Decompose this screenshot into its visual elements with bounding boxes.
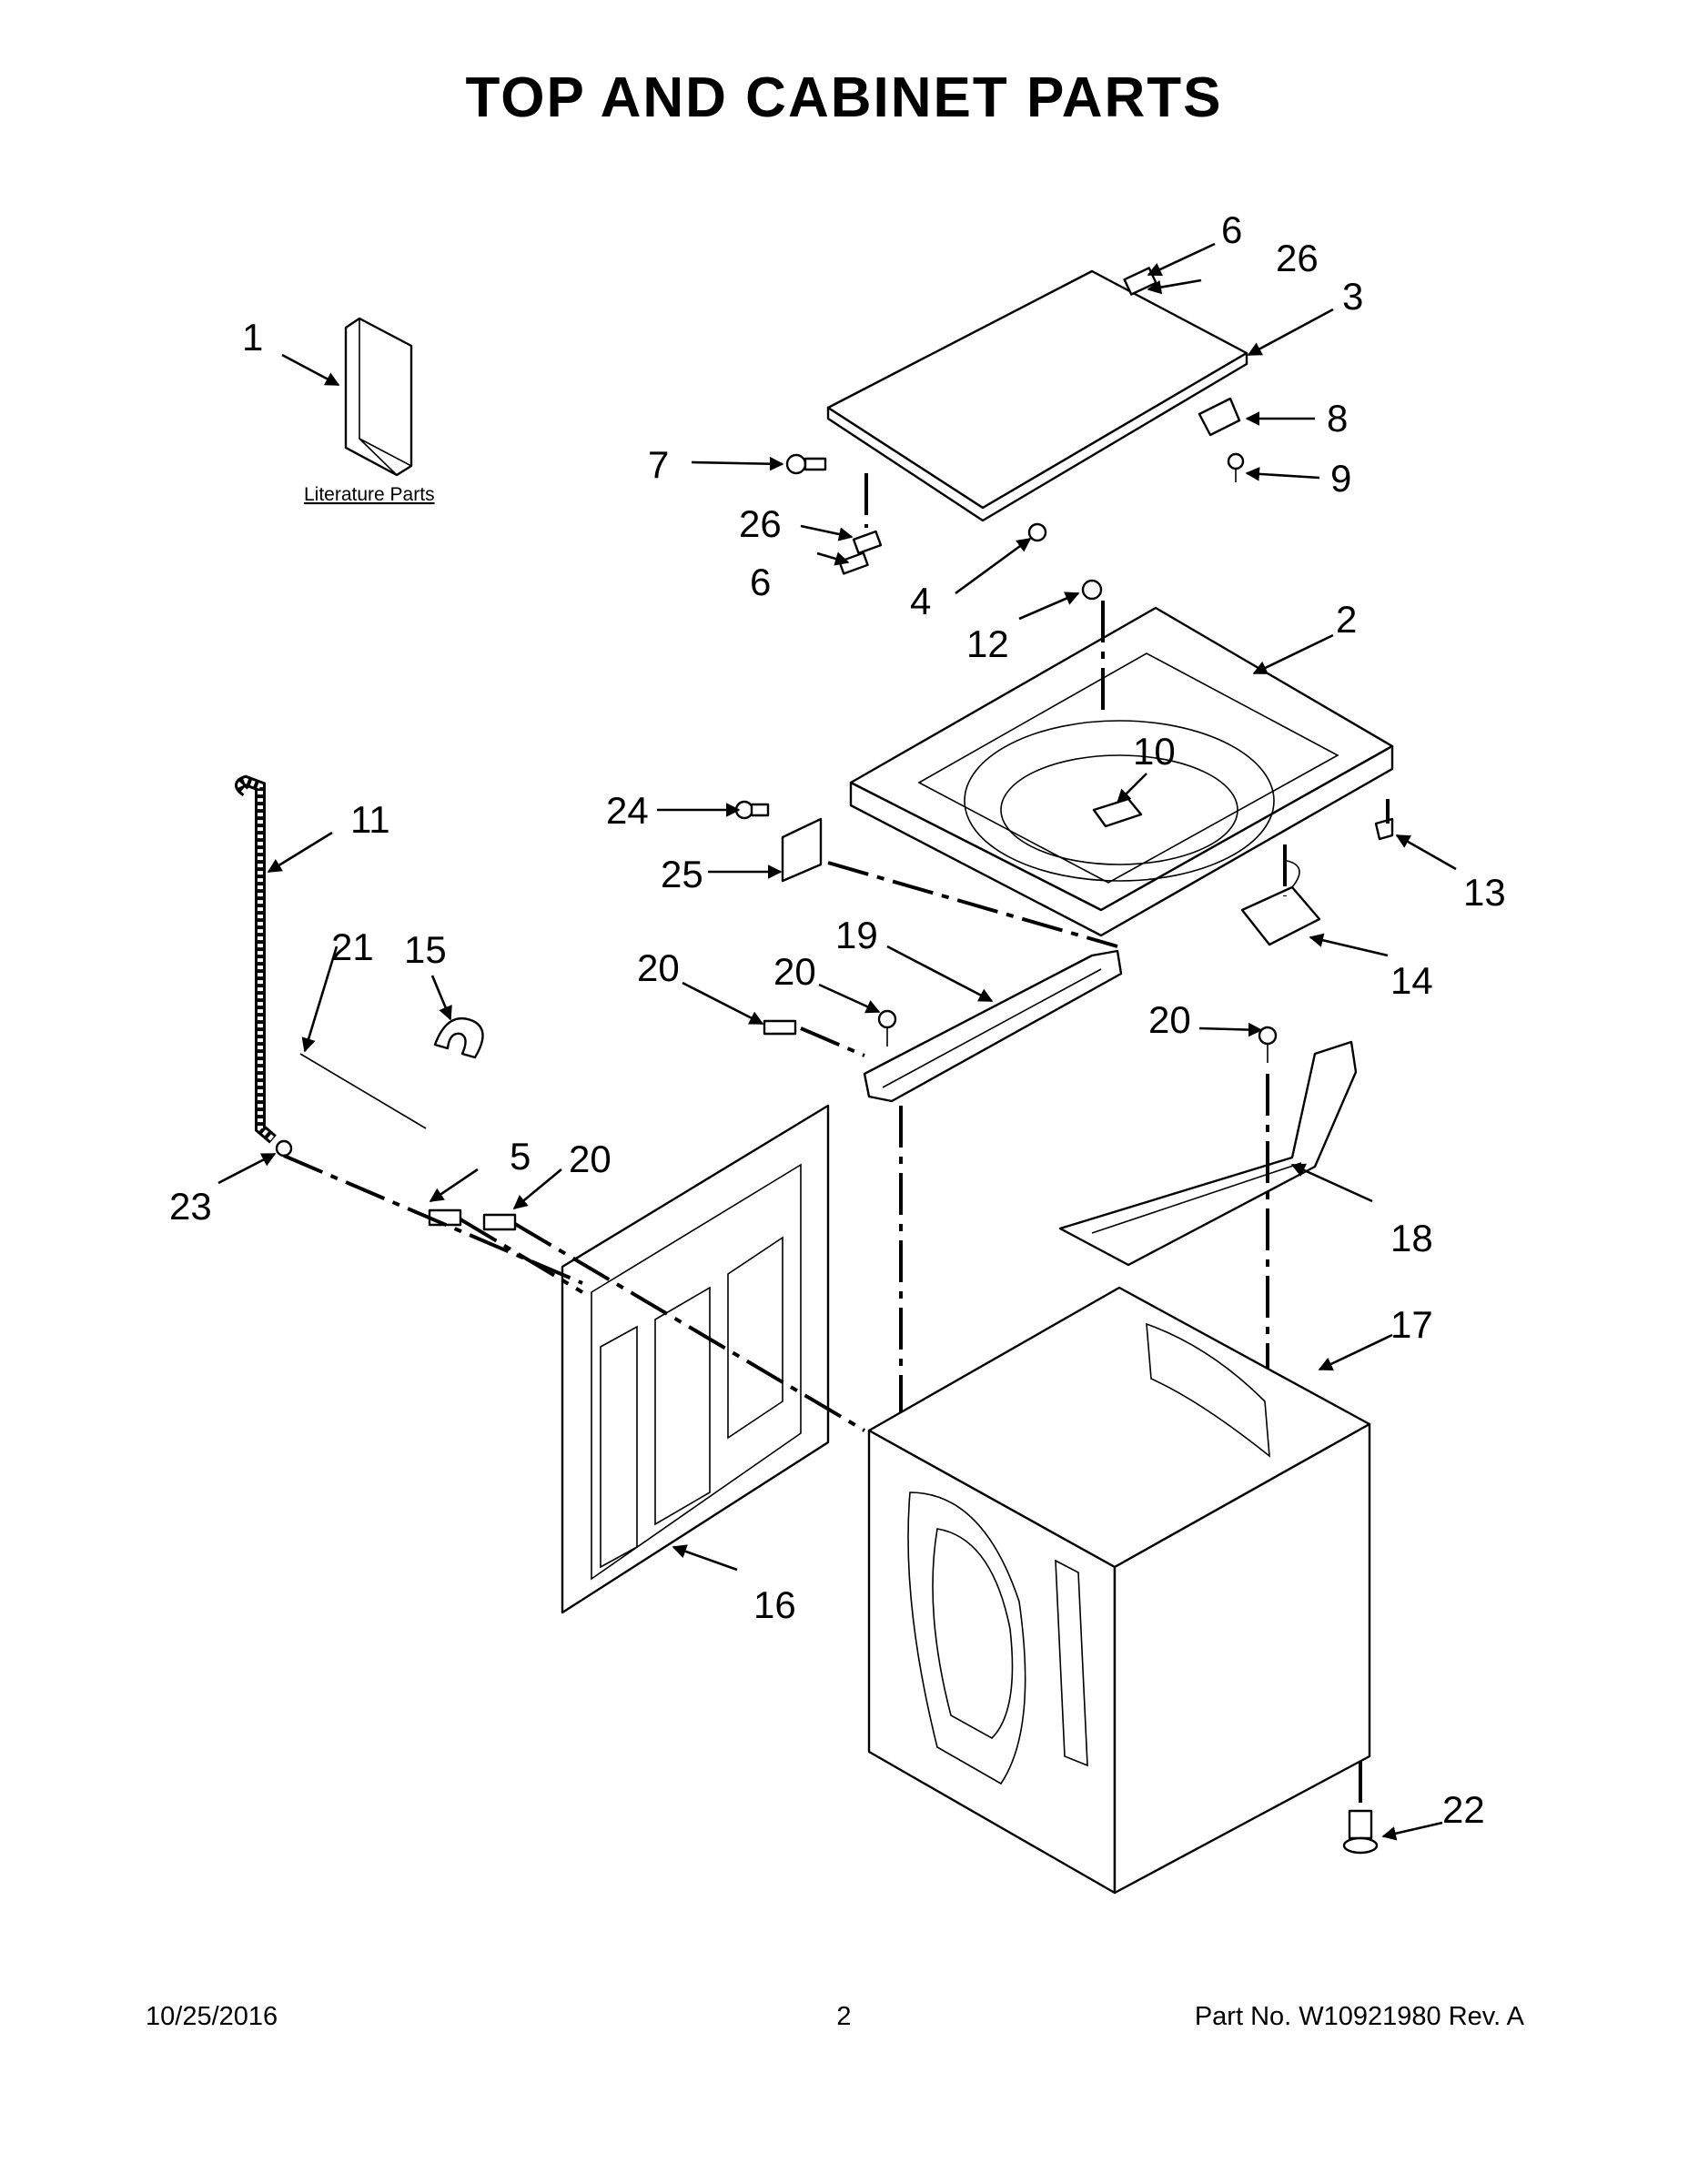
- callout-24: 24: [606, 789, 649, 832]
- drain-hose: [235, 774, 277, 1144]
- callout-20-d: 20: [569, 1138, 612, 1180]
- lid-lock-switch: [1240, 859, 1321, 946]
- callout-20-a: 20: [637, 946, 680, 989]
- cabinet: [867, 1286, 1371, 1895]
- rear-panel: [561, 1104, 830, 1614]
- callout-20-b: 20: [773, 950, 816, 993]
- front-brace: [863, 949, 1123, 1103]
- callout-1: 1: [242, 316, 263, 359]
- callout-6-top: 6: [1221, 208, 1242, 251]
- screw-20-b: [877, 1009, 897, 1046]
- callout-11: 11: [350, 798, 390, 841]
- callout-25: 25: [661, 853, 703, 895]
- lid-bumper: [1027, 522, 1047, 542]
- screw-20-c: [1258, 1026, 1278, 1063]
- callout-7: 7: [648, 443, 669, 486]
- callout-2: 2: [1336, 598, 1357, 641]
- lid-hinge-bottom: [838, 530, 883, 575]
- callout-14: 14: [1390, 959, 1433, 1002]
- hose-clamp: [275, 1139, 293, 1158]
- lid-switch-screw: [1227, 452, 1245, 482]
- top-panel: [849, 606, 1394, 937]
- callout-26-bottom: 26: [739, 502, 782, 545]
- callout-6-bottom: 6: [750, 561, 771, 603]
- callout-19: 19: [835, 914, 878, 956]
- callout-5: 5: [510, 1135, 531, 1178]
- callout-23: 23: [169, 1185, 212, 1228]
- callout-26-top: 26: [1276, 237, 1319, 279]
- bracket-25: [781, 817, 823, 883]
- footer-part-number: Part No. W10921980 Rev. A: [1194, 2002, 1524, 2031]
- leveling-leg: [1342, 1809, 1379, 1855]
- callout-4: 4: [910, 580, 931, 622]
- callout-12: 12: [966, 622, 1009, 665]
- lid-hinge-top: [1123, 267, 1157, 296]
- callout-13: 13: [1463, 871, 1506, 914]
- hose-guide: [433, 1016, 484, 1059]
- bolt: [1081, 579, 1103, 601]
- callout-9: 9: [1330, 457, 1351, 500]
- callout-3: 3: [1342, 275, 1363, 318]
- footer-date: 10/25/2016: [146, 2002, 278, 2031]
- hose-strap: [299, 1053, 427, 1129]
- rear-brace: [1058, 1040, 1358, 1267]
- callout-22: 22: [1442, 1788, 1485, 1831]
- screw-24: [734, 800, 770, 820]
- callout-10: 10: [1133, 730, 1176, 773]
- lid-switch: [1198, 397, 1241, 437]
- callout-17: 17: [1390, 1303, 1433, 1346]
- callout-20-c: 20: [1148, 998, 1191, 1041]
- callout-21: 21: [331, 925, 374, 968]
- screw-20-d: [482, 1213, 517, 1231]
- screw-20-a: [763, 1019, 797, 1036]
- leader-arrows: [217, 242, 1457, 1841]
- callout-8: 8: [1327, 397, 1348, 440]
- literature-parts-label: Literature Parts: [304, 484, 435, 505]
- literature-parts-booklet: [344, 317, 413, 477]
- lid-screw: [785, 453, 827, 475]
- callout-numbers: 1 2 3 4 5 6 6 7 8 9 10 11 12 13 14 15 16…: [169, 208, 1506, 1831]
- callout-16: 16: [753, 1583, 796, 1626]
- page-title: TOP AND CABINET PARTS: [465, 66, 1223, 129]
- footer-page-number: 2: [836, 2002, 852, 2031]
- callout-18: 18: [1390, 1217, 1433, 1259]
- clip: [1374, 817, 1394, 841]
- callout-15: 15: [404, 928, 447, 971]
- washer-lid: [826, 269, 1248, 522]
